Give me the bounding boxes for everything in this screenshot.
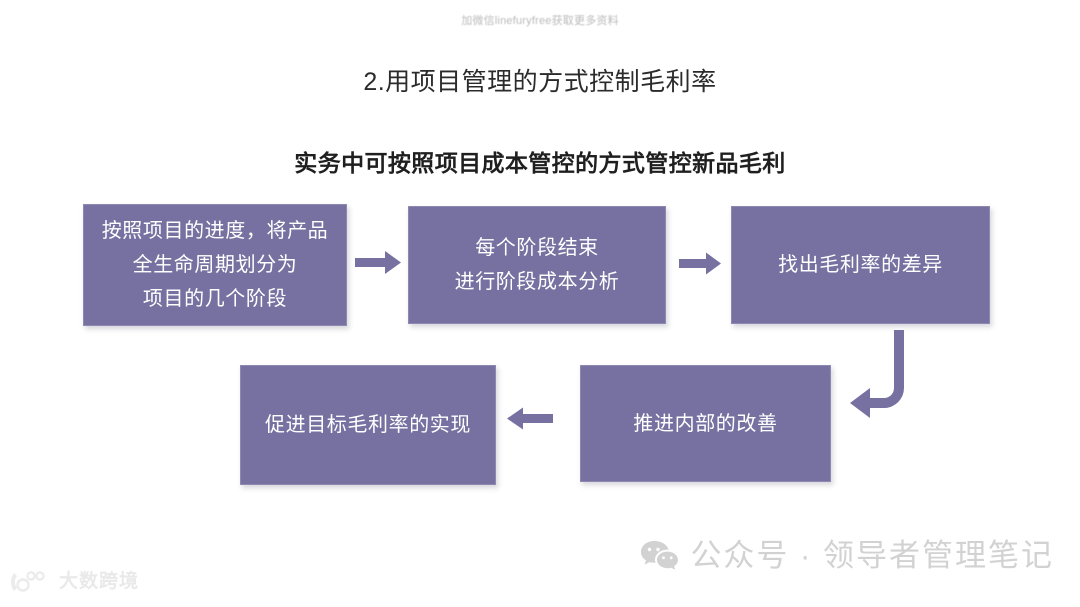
- flow-box-label: 找出毛利率的差异: [778, 254, 943, 276]
- slide-title: 2.用项目管理的方式控制毛利率: [363, 68, 717, 96]
- brand-logo-text: 大数跨境: [59, 571, 140, 592]
- flow-box-stage-4: 推进内部的改善: [580, 365, 831, 482]
- wechat-icon: [641, 541, 679, 570]
- flow-box-stage-2: 每个阶段结束 进行阶段成本分析: [408, 206, 666, 324]
- arrow-left-icon: [507, 407, 553, 430]
- flow-box-label: 每个阶段结束 进行阶段成本分析: [454, 237, 620, 293]
- dashu-logo-icon: [11, 571, 45, 592]
- top-watermark-text: 加微信linefuryfree获取更多资料: [461, 15, 619, 27]
- flow-box-label: 按照项目的进度，将产品 全生命周期划分为 项目的几个阶段: [101, 220, 329, 310]
- flow-box-label: 推进内部的改善: [633, 412, 778, 435]
- arrow-curved-down-left-icon: [850, 330, 904, 418]
- flow-box-label: 促进目标毛利率的实现: [265, 414, 471, 436]
- flow-box-stage-1: 按照项目的进度，将产品 全生命周期划分为 项目的几个阶段: [83, 204, 347, 326]
- flow-box-stage-5: 促进目标毛利率的实现: [240, 365, 496, 485]
- slide-subtitle: 实务中可按照项目成本管控的方式管控新品毛利: [294, 150, 786, 176]
- wechat-watermark-text: 公众号 · 领导者管理笔记: [690, 538, 1054, 573]
- arrow-right-icon: [355, 251, 401, 274]
- wechat-watermark: 公众号 · 领导者管理笔记: [640, 536, 1054, 576]
- brand-logo: 大数跨境: [10, 570, 139, 594]
- flow-box-stage-3: 找出毛利率的差异: [731, 206, 990, 324]
- arrow-right-icon: [679, 252, 721, 275]
